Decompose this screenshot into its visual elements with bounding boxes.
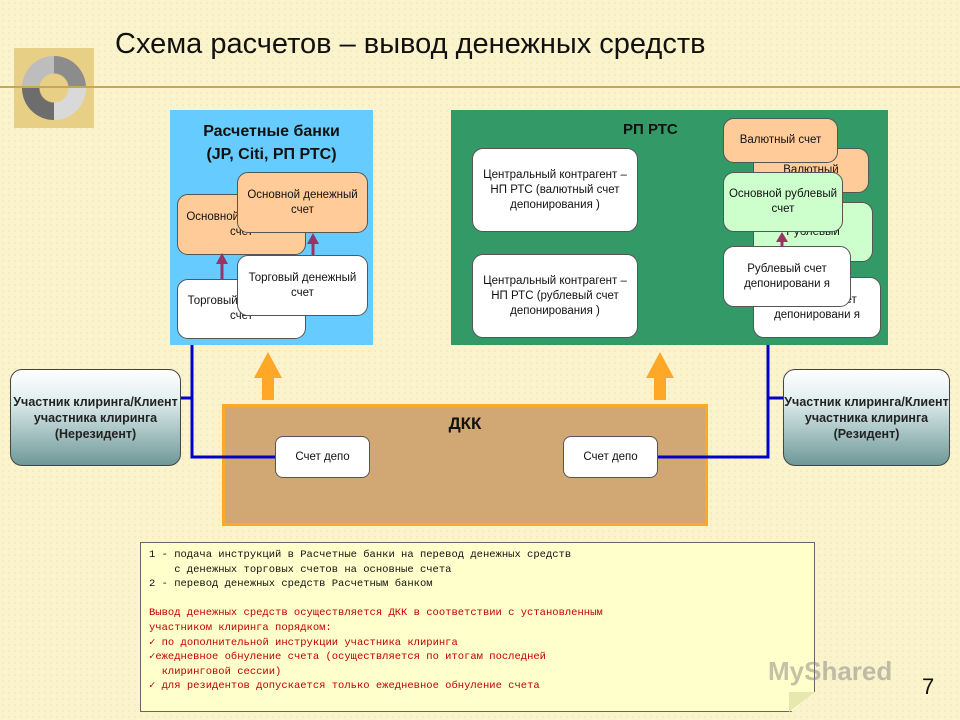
watermark: MyShared — [768, 656, 893, 686]
note-line-8: клиринговой сессии) — [149, 665, 282, 678]
nonresident-connector-line — [190, 345, 275, 459]
depo-account-right[interactable]: Счет депо — [563, 436, 658, 478]
legend-note: 1 - подача инструкций в Расчетные банки … — [140, 542, 815, 712]
note-line-1: 1 - подача инструкций в Расчетные банки … — [149, 549, 572, 561]
main-ruble-account[interactable]: Основной рублевый счет — [723, 172, 843, 232]
page-title: Схема расчетов – вывод денежных средств — [115, 28, 706, 60]
title-divider — [0, 86, 960, 88]
page-number: 7 — [922, 674, 935, 699]
note-line-6: ✓ по дополнительной инструкции участника… — [149, 636, 458, 649]
dkk-title: ДКК — [448, 414, 482, 433]
bank-transfer-arrow-1 — [216, 253, 228, 280]
transfer-arrow-right — [646, 352, 674, 400]
participant-nonresident[interactable]: Участник клиринга/Клиент участника клири… — [10, 369, 181, 466]
note-line-4: Вывод денежных средств осуществляется ДК… — [149, 607, 603, 620]
depo-account-left[interactable]: Счет депо — [275, 436, 370, 478]
ruble-deposit-account[interactable]: Рублевый счет депонировани я — [723, 246, 851, 307]
note-line-5: участником клиринга порядком: — [149, 621, 332, 634]
resident-connector-line — [658, 345, 770, 459]
note-line-7: ✓ежедневное обнуление счета (осуществляе… — [149, 651, 546, 664]
note-line-9: ✓ для резидентов допускается только ежед… — [149, 680, 540, 693]
participant-resident[interactable]: Участник клиринга/Клиент участника клири… — [783, 369, 950, 466]
central-counterparty-ruble-account[interactable]: Центральный контрагент – НП РТС (рублевы… — [472, 254, 638, 338]
trade-cash-account[interactable]: Торговый денежный счет — [237, 255, 368, 316]
note-spacer — [149, 592, 806, 607]
rts-title: РП РТС — [623, 121, 678, 138]
central-counterparty-currency-account[interactable]: Центральный контрагент – НП РТС (валютны… — [472, 148, 638, 232]
logo-icon — [22, 56, 86, 120]
bank-transfer-arrow-2 — [307, 233, 319, 256]
settlement-banks-title: Расчетные банки (JP, Citi, РП РТС) — [170, 120, 373, 166]
currency-account[interactable]: Валютный счет — [723, 118, 838, 163]
main-cash-account[interactable]: Основной денежный счет — [237, 172, 368, 233]
settlement-banks-title-line1: Расчетные банки — [203, 123, 340, 140]
transfer-arrow-left — [254, 352, 282, 400]
settlement-banks-title-line2: (JP, Citi, РП РТС) — [206, 146, 337, 163]
rts-transfer-arrow — [776, 232, 788, 247]
note-line-2: с денежных торговых счетов на основные с… — [149, 563, 452, 576]
note-line-3: 2 - перевод денежных средств Расчетным б… — [149, 578, 433, 591]
